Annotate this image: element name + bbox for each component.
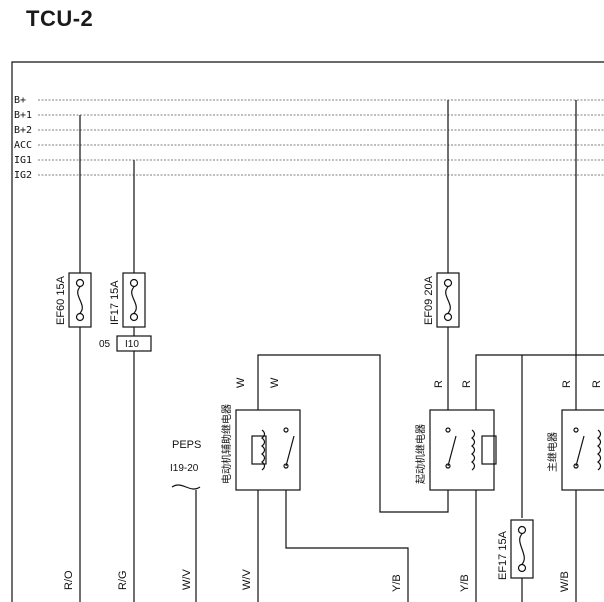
peps-label: PEPS bbox=[172, 439, 201, 451]
peps-connector: I19-20 bbox=[170, 463, 199, 474]
relay1-box bbox=[235, 409, 301, 491]
relay2-switch bbox=[445, 427, 457, 469]
wire-color-wb: W/B bbox=[559, 571, 571, 592]
fuse-ef09-label: EF09 20A bbox=[423, 275, 435, 325]
diagram-frame bbox=[11, 61, 604, 602]
bus-label-b-plus-2: B+2 bbox=[14, 125, 32, 136]
bus-label-b-plus-1: B+1 bbox=[14, 110, 32, 121]
relay3-box bbox=[561, 409, 604, 491]
relay1-coil bbox=[251, 429, 267, 471]
fuse-if17 bbox=[122, 272, 146, 328]
relay2-label: 起动机继电器 bbox=[414, 424, 427, 484]
relay3-label: 主继电器 bbox=[546, 432, 559, 472]
wire-color-r4: R bbox=[591, 380, 603, 388]
relay3-coil bbox=[597, 429, 602, 471]
fuse-ef17-label: EF17 15A bbox=[497, 530, 509, 580]
wire-relay1-loop bbox=[257, 354, 449, 602]
page-title: TCU-2 bbox=[26, 6, 94, 31]
wire-color-w1: W bbox=[235, 377, 247, 388]
fuse-ef17 bbox=[510, 519, 534, 579]
fuse-if17-label: IF17 15A bbox=[109, 280, 121, 325]
wire-color-ro: R/O bbox=[63, 570, 75, 590]
wire-color-r3: R bbox=[561, 380, 573, 388]
relay2-coil bbox=[471, 429, 497, 471]
relay2-box bbox=[429, 409, 495, 491]
wire-color-rg: R/G bbox=[117, 570, 129, 590]
bus-label-b-plus: B+ bbox=[14, 95, 26, 106]
fuse-ef09 bbox=[436, 272, 460, 328]
wire-relay2-top bbox=[475, 354, 604, 412]
wire-color-wv1: W/V bbox=[181, 569, 193, 590]
wire-color-r1: R bbox=[433, 380, 445, 388]
fuse-ef60 bbox=[68, 272, 92, 328]
wire-relay1-out bbox=[285, 412, 409, 602]
relay3-switch bbox=[573, 427, 585, 469]
connector-i10 bbox=[116, 335, 152, 352]
connector-id: I10 bbox=[125, 339, 139, 350]
wire-color-w2: W bbox=[269, 377, 281, 388]
peps-break bbox=[171, 484, 201, 490]
bus-label-ig2: IG2 bbox=[14, 170, 32, 181]
wire-color-r2: R bbox=[461, 380, 473, 388]
wire-color-yb1: Y/B bbox=[391, 574, 403, 592]
relay1-label: 电动机辅助继电器 bbox=[220, 404, 233, 484]
bus-label-acc: ACC bbox=[14, 140, 32, 151]
wire-color-yb2: Y/B bbox=[459, 574, 471, 592]
relay1-switch bbox=[283, 427, 295, 469]
connector-pin: 05 bbox=[99, 339, 111, 350]
wire-color-wv2: W/V bbox=[241, 569, 253, 590]
bus-label-ig1: IG1 bbox=[14, 155, 32, 166]
fuse-ef60-label: EF60 15A bbox=[55, 275, 67, 325]
